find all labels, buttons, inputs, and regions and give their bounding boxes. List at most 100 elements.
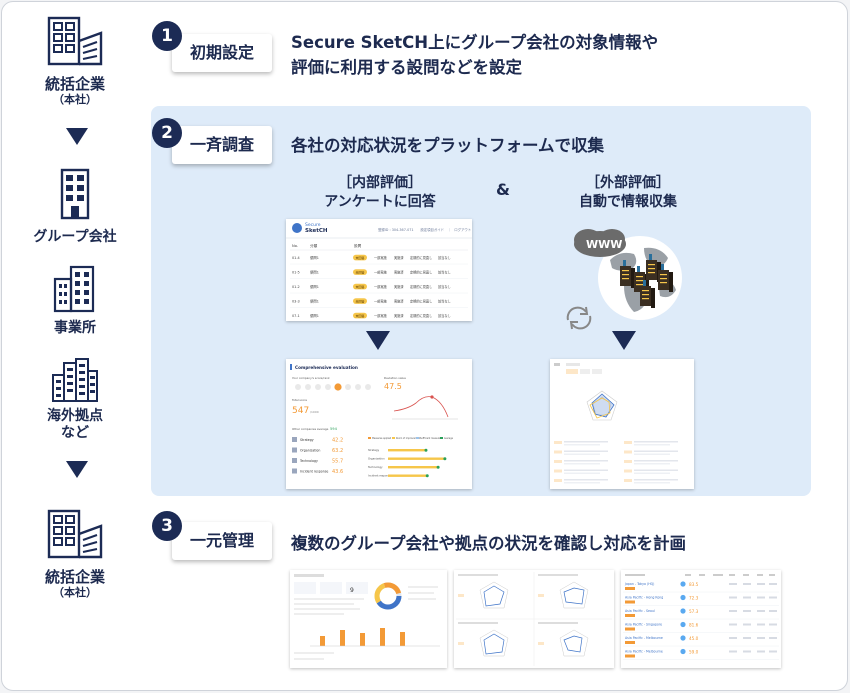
external-eval-title-1: ［外部評価］	[586, 175, 670, 191]
step-1-number: 1	[152, 21, 182, 51]
eval-bar-marker	[424, 448, 428, 452]
survey-option-done[interactable]: 実施済	[394, 313, 404, 318]
survey-option-done[interactable]: 実施済	[394, 255, 404, 260]
survey-option-partial[interactable]: 一部実施	[374, 313, 388, 318]
eval-bar-label: Organization	[368, 457, 385, 461]
group-company-label: グループ会社	[33, 229, 117, 245]
internal-arrow-down-icon	[366, 331, 390, 350]
survey-row-no: 07-1	[292, 314, 300, 318]
radar-chart-icon	[479, 581, 589, 657]
survey-option-review[interactable]: 定期的に見直し	[410, 284, 432, 289]
survey-option-partial[interactable]: 一部実施	[374, 299, 388, 304]
brand-logo-icon	[292, 223, 302, 233]
survey-brand-2: SketCH	[305, 228, 328, 234]
survey-option-review[interactable]: 定期的に見直し	[410, 299, 432, 304]
dashboard-thumbnail-1: 9	[290, 570, 447, 668]
deviation-curve	[392, 395, 458, 420]
legend-swatch	[440, 437, 443, 439]
legend-swatch	[416, 437, 419, 439]
region-name[interactable]: Asia Pacific - Melbourne	[625, 650, 663, 654]
survey-option-review[interactable]: 定期的に見直し	[410, 255, 432, 260]
step-1-description: Secure SketCH上にグループ会社の対象情報や 評価に利用する設問などを…	[291, 30, 658, 80]
sync-icon	[566, 306, 592, 330]
step-1-desc-line2: 評価に利用する設問などを設定	[291, 58, 522, 77]
eval-bar-marker	[443, 457, 447, 461]
survey-col-no: No.	[292, 244, 298, 248]
ext-result-row	[554, 460, 678, 465]
eval-avg-label: Other companies average	[292, 427, 329, 431]
region-tag	[625, 627, 635, 631]
region-tag	[625, 587, 635, 590]
survey-option-done[interactable]: 実施済	[394, 270, 404, 275]
survey-option-partial[interactable]: 一部実施	[374, 255, 388, 260]
region-score: 45.0	[689, 636, 699, 641]
eval-bar	[388, 474, 428, 477]
step-2-panel	[151, 106, 811, 496]
eval-total-label: Total score	[291, 398, 307, 402]
flow-column: 統括企業 （本社） グループ会社 事業所	[0, 0, 150, 690]
survey-topbar: 登録ID : 304-367-071 設定項目ガイド ｜ ログアウト	[378, 227, 471, 232]
region-name[interactable]: Asia Pacific - Seoul	[625, 609, 655, 613]
survey-option-na[interactable]: 該当なし	[438, 270, 451, 275]
donut-chart-icon	[374, 582, 402, 610]
unanswered-badge	[353, 254, 367, 261]
region-name[interactable]: Asia Pacific - Singapore	[625, 623, 662, 627]
hq-top-sub: （本社）	[53, 93, 97, 106]
legend-label: Average	[444, 437, 454, 440]
server-icon	[640, 280, 655, 308]
category-icon	[292, 468, 297, 474]
region-name[interactable]: Japan - Tokyo (HQ)	[624, 582, 654, 586]
eval-bar-marker	[425, 474, 429, 478]
unanswered-badge	[353, 312, 367, 319]
survey-row-area: 優問1	[310, 255, 319, 260]
group-company-building-icon	[60, 168, 90, 220]
survey-option-na[interactable]: 該当なし	[438, 299, 451, 304]
survey-option-partial[interactable]: 一部実施	[374, 270, 388, 275]
category-icon	[292, 437, 297, 442]
external-collection-graphic: WWW	[560, 220, 690, 330]
ext-result-row	[554, 450, 678, 455]
region-name[interactable]: Asia Pacific - Melbourne	[625, 636, 663, 640]
eval-item-value: 63.2	[332, 448, 343, 454]
eval-item-name: Strategy	[300, 438, 314, 442]
external-result-screenshot	[550, 359, 694, 489]
step-2-description: 各社の対応状況をプラットフォームで収集	[291, 136, 605, 155]
survey-option-review[interactable]: 定期的に見直し	[410, 270, 432, 275]
eval-item-name: Organization	[300, 449, 320, 453]
hq-top: 統括企業 （本社）	[0, 15, 150, 107]
eval-sub-right: Deviation value	[384, 376, 406, 380]
survey-option-done[interactable]: 実施済	[394, 284, 404, 289]
overseas-buildings-icon	[52, 358, 98, 402]
legend-label: Measures applied	[372, 437, 392, 440]
step-2-title: 一斉調査	[172, 126, 272, 164]
overseas-label-1: 海外拠点	[47, 408, 103, 424]
flow-arrow-down-icon	[66, 461, 88, 478]
eval-item-name: Incident response	[300, 470, 328, 474]
internal-eval-title-2: アンケートに回答	[324, 194, 436, 210]
region-name[interactable]: Asia Pacific - Hong Kong	[625, 596, 663, 600]
region-tag	[625, 614, 635, 617]
survey-option-done[interactable]: 実施済	[394, 299, 404, 304]
survey-option-na[interactable]: 該当なし	[438, 255, 451, 260]
category-icon	[292, 458, 297, 463]
ext-result-row	[554, 469, 678, 474]
survey-option-na[interactable]: 該当なし	[438, 313, 451, 318]
survey-option-na[interactable]: 該当なし	[438, 284, 451, 289]
step-1-title: 初期設定	[172, 34, 272, 72]
hq-bottom-sub: （本社）	[53, 586, 97, 599]
survey-option-partial[interactable]: 一部実施	[374, 284, 388, 289]
survey-row-no: 03-3	[292, 300, 300, 304]
region-status-icon	[680, 621, 686, 628]
server-icon	[634, 266, 649, 294]
survey-brand-1: Secure	[305, 222, 321, 228]
step-3-number: 3	[152, 511, 182, 541]
unanswered-badge	[353, 298, 367, 304]
flow-arrow-down-icon	[66, 128, 88, 145]
survey-option-review[interactable]: 定期的に見直し	[410, 313, 432, 318]
